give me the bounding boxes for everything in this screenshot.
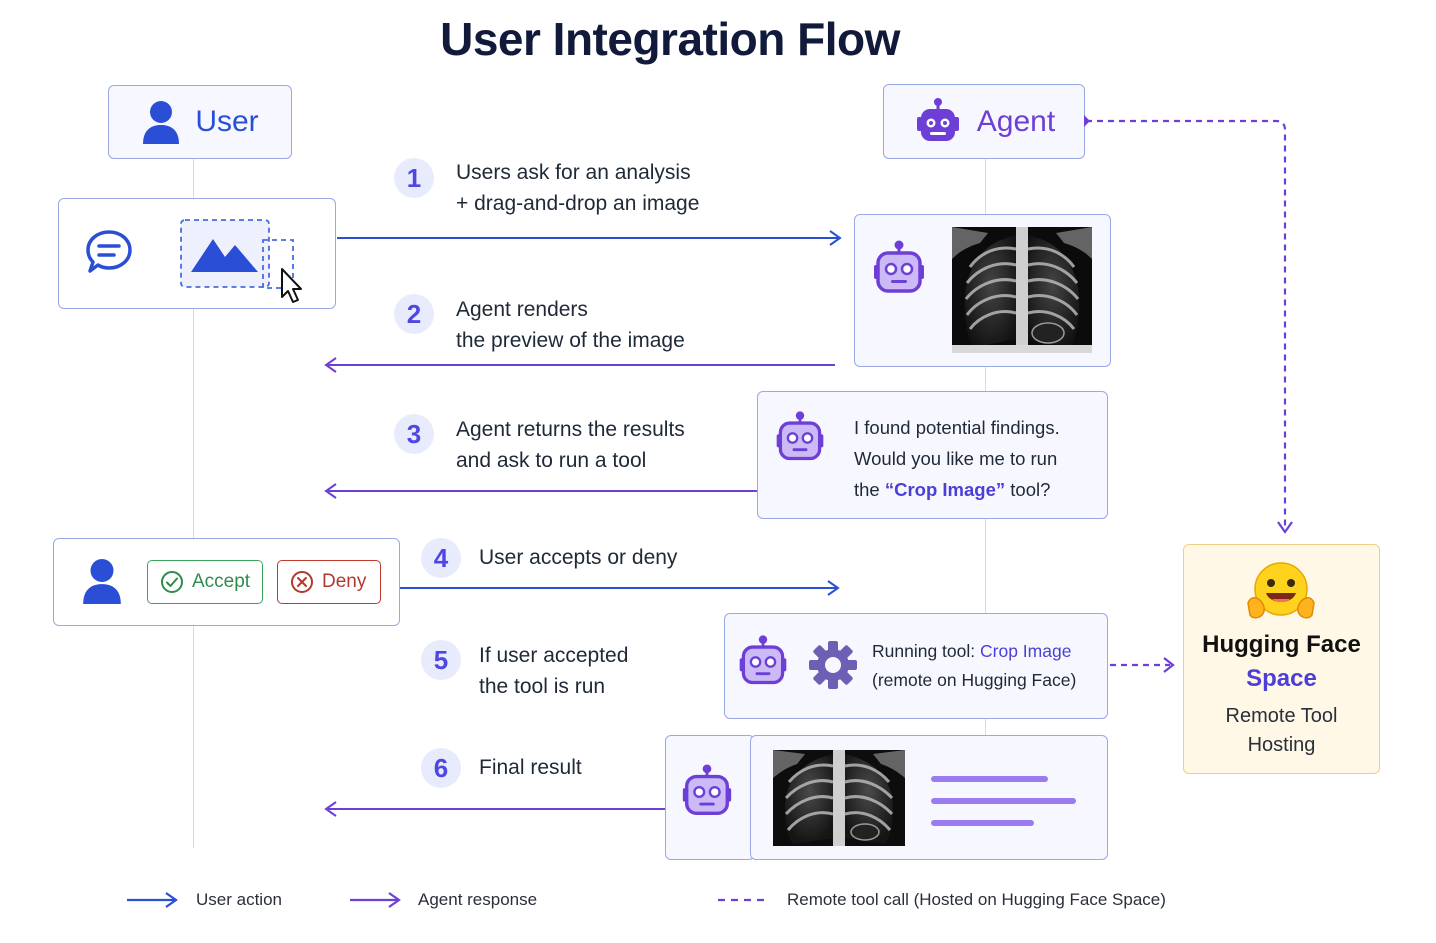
agent-message-line1: I found potential findings. — [854, 417, 1060, 438]
user-icon — [143, 101, 180, 144]
agent-message-prefix: the — [854, 479, 885, 500]
agent-lane-label: Agent — [976, 104, 1056, 138]
deny-label: Deny — [322, 571, 367, 592]
step-2-line1: Agent renders — [456, 298, 588, 321]
step-6-line1: Final result — [479, 756, 582, 779]
image-icon — [191, 239, 258, 272]
step-number: 1 — [394, 158, 434, 198]
robot-icon — [916, 97, 959, 141]
accept-label: Accept — [192, 571, 251, 592]
hf-desc-line1: Remote Tool — [1225, 705, 1338, 727]
step-4: 4 User accepts or deny — [421, 538, 677, 578]
robot-icon — [776, 411, 824, 461]
step-1-line2: + drag-and-drop an image — [456, 192, 700, 215]
step-6: 6 Final result — [421, 748, 582, 788]
page-title: User Integration Flow — [440, 13, 900, 65]
robot-icon — [682, 764, 732, 815]
step-3: 3 Agent returns the results and ask to r… — [394, 414, 685, 476]
robot-icon — [874, 240, 924, 293]
agent-message-tool: “Crop Image” — [884, 479, 1006, 500]
user-lane-label: User — [195, 105, 259, 138]
x-circle-icon — [291, 571, 313, 593]
xray-image — [952, 227, 1092, 353]
user-lifeline — [193, 158, 194, 848]
agent-preview-box — [854, 214, 1111, 367]
image-drag-icon — [180, 219, 302, 303]
hugging-face-emoji — [1247, 562, 1315, 619]
tool-running-text: Running tool: Crop Image (remote on Hugg… — [872, 637, 1076, 695]
chat-icon — [86, 230, 132, 273]
hugging-face-space-box: Hugging Face Space Remote Tool Hosting — [1183, 544, 1380, 774]
user-lane-header: User — [108, 85, 292, 159]
step-3-line1: Agent returns the results — [456, 418, 685, 441]
step-3-line2: and ask to run a tool — [456, 449, 647, 472]
step-number: 3 — [394, 414, 434, 454]
agent-message-line2: Would you like me to run — [854, 448, 1058, 469]
step-number: 2 — [394, 294, 434, 334]
legend-user-action: User action — [196, 890, 282, 909]
hf-desc-line2: Hosting — [1247, 734, 1316, 756]
agent-message-suffix: tool? — [1005, 479, 1051, 500]
user-icon — [83, 559, 121, 604]
legend-agent-response: Agent response — [418, 890, 538, 909]
tool-running-name: Crop Image — [980, 641, 1072, 661]
result-text-lines — [931, 776, 1076, 826]
step-5: 5 If user accepted the tool is run — [421, 640, 628, 702]
legend-remote-call: Remote tool call (Hosted on Hugging Face… — [787, 890, 1166, 909]
xray-image — [773, 750, 905, 846]
tool-running-box: Running tool: Crop Image (remote on Hugg… — [724, 613, 1108, 719]
check-circle-icon — [161, 571, 183, 593]
gear-icon — [809, 641, 857, 689]
remote-call-agent-to-hf — [1086, 119, 1287, 528]
agent-message-text: I found potential findings. Would you li… — [854, 412, 1060, 505]
hf-name: Hugging Face — [1202, 631, 1361, 658]
deny-button[interactable]: Deny — [277, 560, 381, 604]
final-result-robot-box — [665, 735, 755, 860]
user-input-box — [58, 198, 336, 309]
step-4-line1: User accepts or deny — [479, 546, 678, 569]
step-1: 1 Users ask for an analysis + drag-and-d… — [394, 158, 699, 219]
tool-running-prefix: Running tool: — [872, 641, 980, 661]
step-5-line2: the tool is run — [479, 675, 606, 698]
agent-lane-header: Agent — [883, 84, 1085, 159]
step-number: 6 — [421, 748, 461, 788]
step-2: 2 Agent renders the preview of the image — [394, 294, 685, 356]
robot-icon — [739, 635, 787, 685]
step-5-line1: If user accepted — [479, 644, 629, 667]
step-2-line2: the preview of the image — [456, 329, 685, 352]
agent-message-box: I found potential findings. Would you li… — [757, 391, 1108, 519]
step-1-line1: Users ask for an analysis — [456, 161, 691, 184]
cursor-icon — [281, 268, 302, 303]
tool-running-line2: (remote on Hugging Face) — [872, 670, 1077, 690]
hf-space: Space — [1246, 665, 1317, 692]
accept-button[interactable]: Accept — [147, 560, 263, 604]
final-result-box — [750, 735, 1108, 860]
step-number: 4 — [421, 538, 461, 578]
step-number: 5 — [421, 640, 461, 680]
